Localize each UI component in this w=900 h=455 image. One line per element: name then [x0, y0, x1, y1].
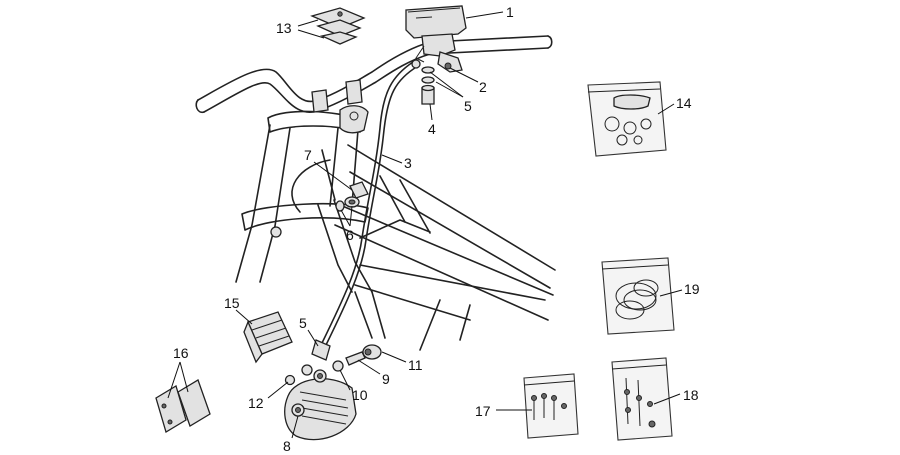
kit-bag-19: [601, 257, 675, 335]
callout-15: 15: [224, 295, 240, 311]
callout-1: 1: [506, 4, 514, 20]
callout-18: 18: [683, 387, 699, 403]
hose-guide-clip: [335, 181, 369, 212]
kit-bag-18: [611, 357, 673, 441]
callout-8: 8: [283, 438, 291, 454]
callout-17: 17: [475, 403, 491, 419]
brake-pad-set: [243, 311, 293, 364]
callout-7: 7: [304, 147, 312, 163]
banjo-bolt-and-washers: [421, 62, 452, 105]
caliper-fixings: [284, 344, 382, 386]
callout-19: 19: [684, 281, 700, 297]
callout-2: 2: [479, 79, 487, 95]
kit-bag-14: [587, 81, 667, 157]
brake-master-cylinder: [405, 5, 467, 73]
brake-hose: [311, 59, 421, 361]
callout-9: 9: [382, 371, 390, 387]
kit-bag-17: [523, 373, 579, 439]
callout-10: 10: [352, 387, 368, 403]
callout-5: 5: [464, 98, 472, 114]
callout-16: 16: [173, 345, 189, 361]
pad-plates: [155, 379, 211, 433]
handlebar-drawing: [195, 35, 553, 134]
callout-11: 11: [408, 357, 423, 373]
callout-4: 4: [428, 121, 436, 137]
reservoir-cap: [310, 7, 366, 45]
callout-5: 5: [299, 315, 307, 331]
callout-labels: 1 2 3 4 5 5 6 7 8 9 10 11 12 13 14 15 16…: [173, 4, 700, 454]
callout-12: 12: [248, 395, 264, 411]
frame-drawing: [235, 110, 556, 351]
callout-13: 13: [276, 20, 292, 36]
leader-lines: [167, 11, 683, 439]
callout-3: 3: [404, 155, 412, 171]
brake-caliper: [284, 369, 357, 441]
callout-14: 14: [676, 95, 692, 111]
callout-6: 6: [346, 227, 354, 243]
